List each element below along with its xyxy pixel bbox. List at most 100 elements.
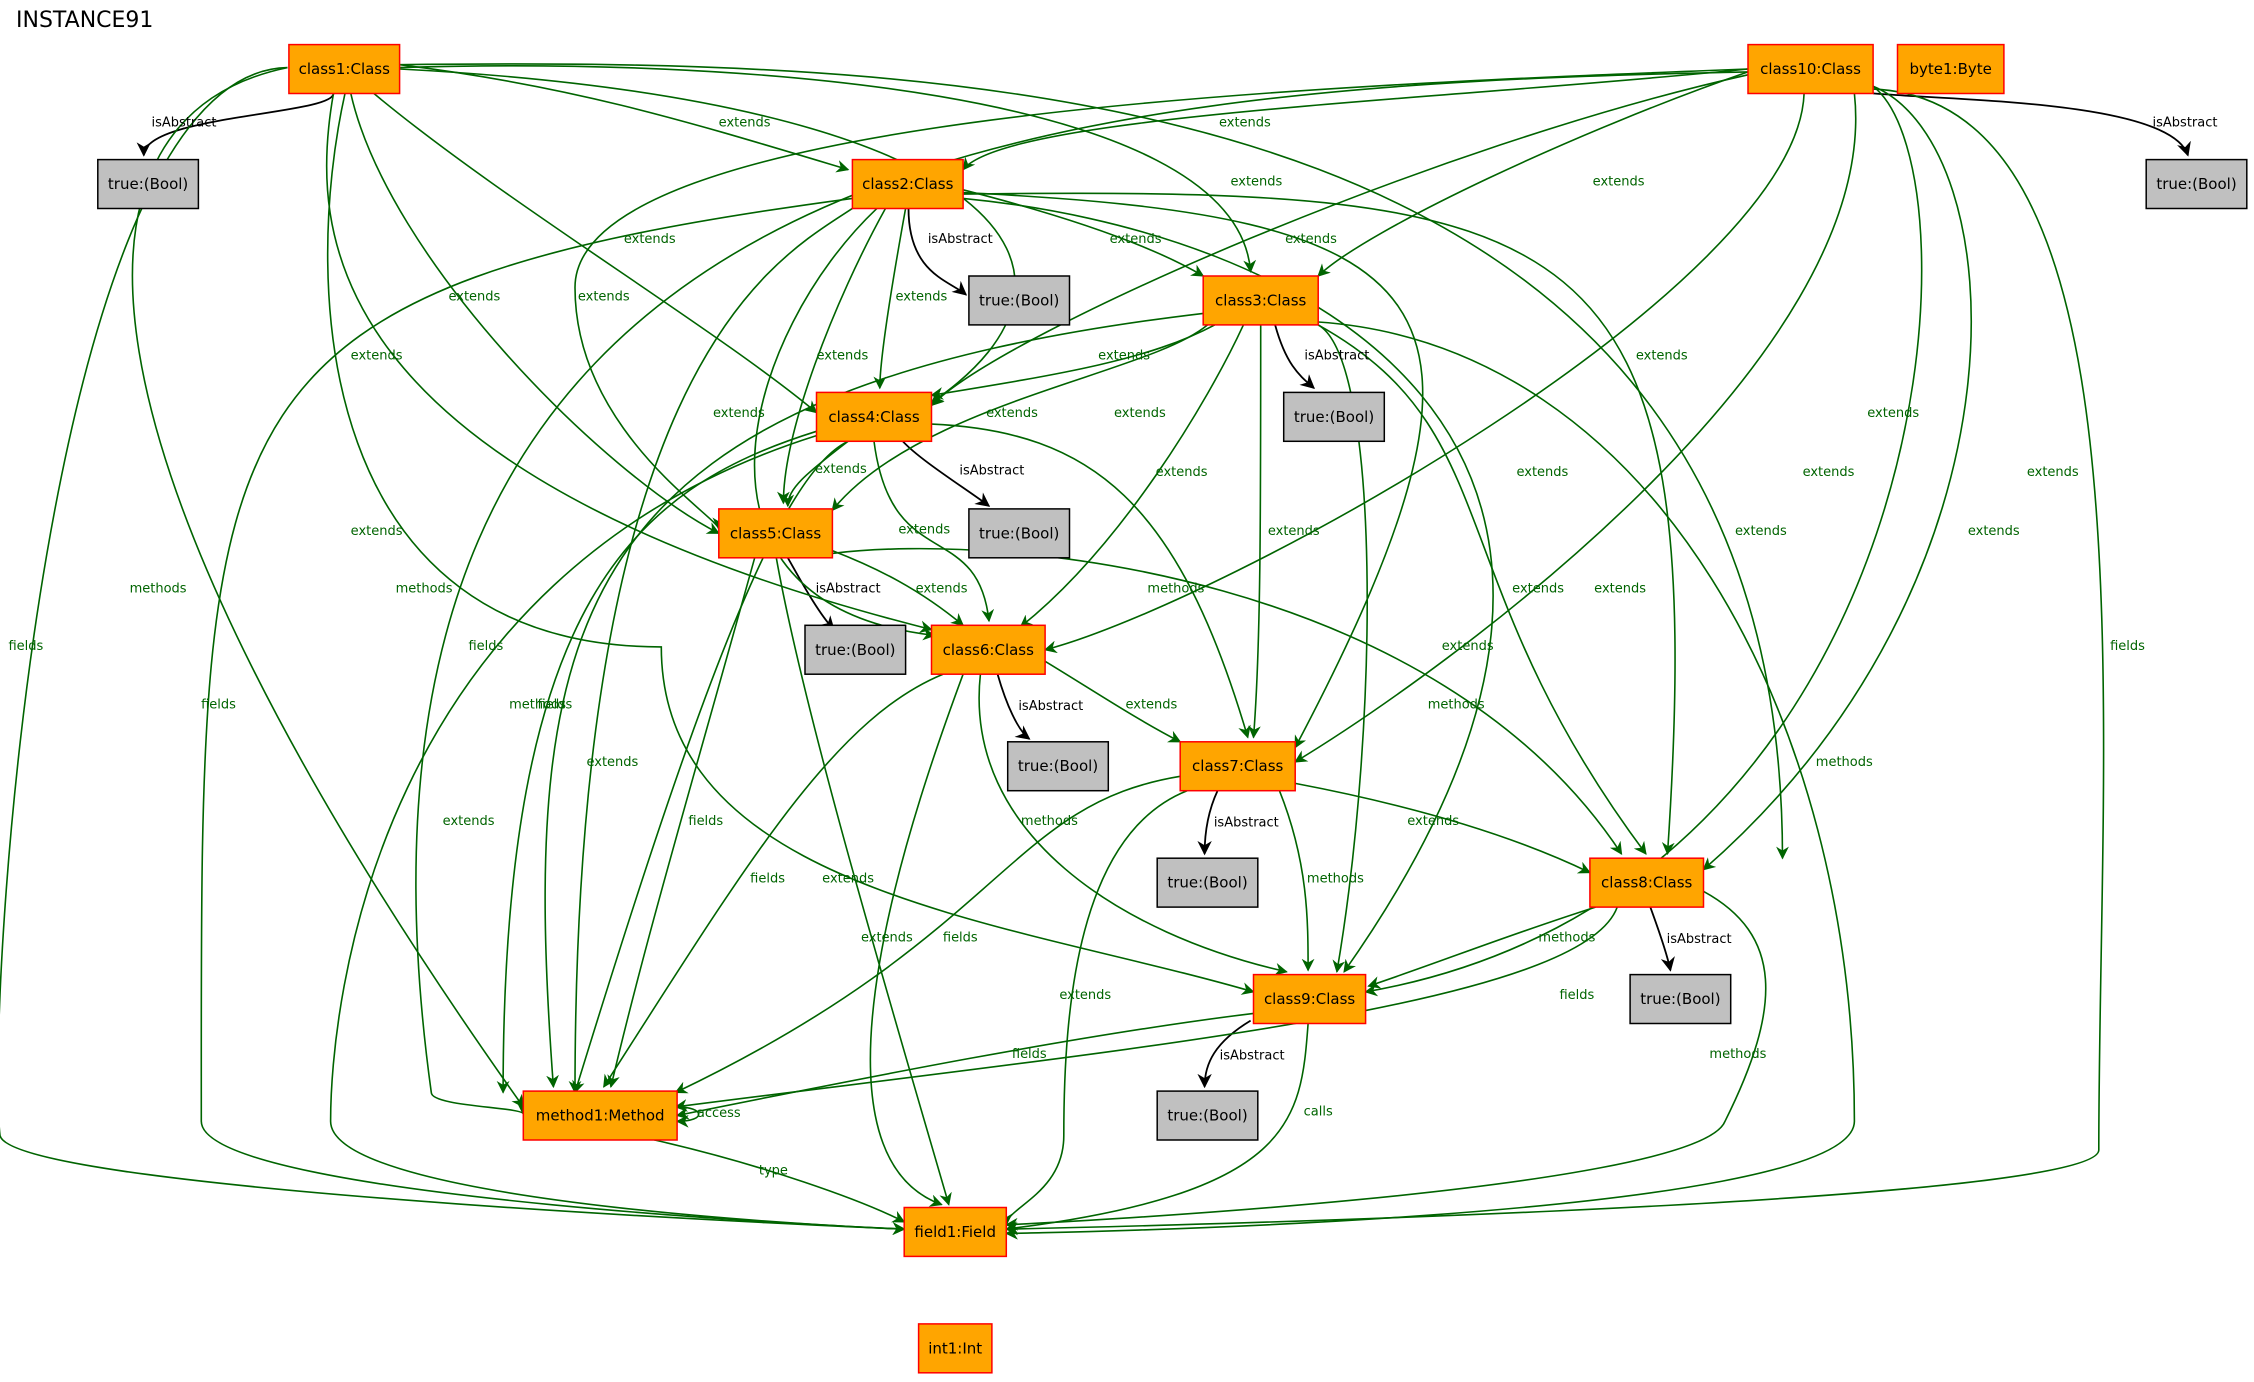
edge-class10-class7-extends [1294, 93, 1857, 763]
node-label-class6: class6:Class [943, 641, 1034, 659]
edge-class4-class6-extends [781, 440, 849, 508]
edge-label-methods: methods [1307, 872, 1364, 887]
edge-label-access: access [697, 1106, 741, 1121]
node-b10: true:(Bool) [2145, 158, 2248, 210]
edge-class3-class4-extends [930, 324, 1216, 400]
node-box-class3 [1202, 275, 1319, 326]
node-box-b3 [1282, 391, 1386, 443]
edge-class7-field1-fields [674, 775, 1181, 1094]
edge-label-extends: extends [895, 289, 947, 304]
edge-class1-class8-extends [399, 63, 1789, 860]
edge-label-extends: extends [1219, 116, 1271, 131]
node-box-field1 [903, 1206, 1008, 1258]
node-b5: true:(Bool) [804, 624, 907, 675]
edge-label-extends: extends [624, 232, 676, 247]
node-label-class1: class1:Class [299, 60, 390, 78]
node-label-class5: class5:Class [730, 524, 821, 542]
edge-class2-class4-extends [873, 208, 907, 390]
edge-class1-method1-methods [131, 66, 525, 1108]
edge-class2-b2-isAbstract [907, 208, 968, 296]
edge-label-extends: extends [1803, 465, 1855, 480]
edge-class7-method1-methods [1278, 790, 1315, 972]
node-label-byte1: byte1:Byte [1910, 60, 1992, 78]
node-box-class9 [1252, 973, 1367, 1025]
edge-class4-method1-methods [931, 423, 1251, 739]
edge-label-isAbstract: isAbstract [152, 116, 217, 131]
edge-class5-class6-extends [329, 434, 906, 1236]
edge-label-isAbstract: isAbstract [928, 232, 993, 247]
edge-label-extends: extends [1407, 814, 1459, 829]
node-label-method1: method1:Method [536, 1107, 665, 1125]
edge-label-calls: calls [1304, 1105, 1333, 1120]
edge-class3-class9-extends [1317, 324, 1368, 974]
node-byte1: byte1:Byte [1896, 43, 2005, 95]
edge-label-extends: extends [1230, 174, 1282, 189]
edge-label-fields: fields [2110, 639, 2145, 654]
edge-label-extends: extends [1110, 232, 1162, 247]
edge-label-fields: fields [8, 639, 43, 654]
edge-class4-class5-extends [572, 440, 849, 1094]
node-class4: class4:Class [815, 391, 933, 443]
node-label-class8: class8:Class [1601, 874, 1692, 892]
edge-class10-b10-isAbstract [1873, 92, 2191, 157]
edge-label-extends: extends [1442, 639, 1494, 654]
node-field1: field1:Field [903, 1206, 1008, 1258]
edge-label-extends: extends [1593, 174, 1645, 189]
edge-class7-b7-isAbstract [1197, 790, 1219, 856]
edge-class2-method1-methods [568, 207, 853, 1094]
node-box-class10 [1747, 43, 1874, 95]
edge-label-methods: methods [396, 581, 453, 596]
node-box-b6 [1006, 741, 1110, 792]
edge-method1-field1-access [675, 1106, 700, 1128]
node-b7: true:(Bool) [1156, 857, 1259, 908]
edge-label-extends: extends [586, 755, 638, 770]
edge-label-fields: fields [201, 698, 236, 713]
node-class10: class10:Class [1747, 43, 1874, 95]
node-box-b4 [968, 508, 1071, 559]
edge-class2-class5-extends [777, 208, 887, 505]
edge-label-fields: fields [688, 814, 723, 829]
node-label-b5: true:(Bool) [815, 641, 895, 659]
edge-class4-class7-extends [873, 441, 995, 623]
edge-class8-method1-methods [1367, 906, 1596, 989]
node-label-b4: true:(Bool) [979, 524, 1059, 542]
edge-class8-field1-fields [674, 906, 1618, 1112]
edge-class2-field1-fields [200, 197, 906, 1236]
node-box-int1 [917, 1323, 993, 1374]
node-b4: true:(Bool) [968, 508, 1071, 559]
edge-class10-method1-methods [415, 71, 1749, 1116]
edge-label-fields: fields [1559, 988, 1594, 1003]
edge-label-extends: extends [448, 289, 500, 304]
edge-class7-class8-extends [869, 673, 964, 1207]
edge-class1-field1-fields [0, 66, 906, 1236]
edge-class3-field1-fields [544, 312, 1204, 1089]
node-box-class5 [718, 508, 834, 559]
node-class9: class9:Class [1252, 973, 1367, 1025]
node-label-field1: field1:Field [914, 1223, 996, 1241]
edge-label-isAbstract: isAbstract [1304, 348, 1369, 363]
node-box-class1 [288, 43, 401, 95]
edge-label-extends: extends [1735, 524, 1787, 539]
node-label-b7: true:(Bool) [1167, 874, 1247, 892]
edge-label-extends: extends [1968, 524, 2020, 539]
node-box-class2 [851, 158, 964, 210]
edge-label-extends: extends [1268, 524, 1320, 539]
edge-label-type: type [759, 1163, 788, 1178]
edge-label-extends: extends [898, 522, 950, 537]
edge-label-methods: methods [1538, 931, 1595, 946]
edge-class7-class9-extends [1295, 782, 1592, 874]
edge-class3-b3-isAbstract [1274, 324, 1315, 390]
edge-class6-b6-isAbstract [996, 673, 1031, 740]
edge-class10-class9-extends [1364, 85, 1923, 997]
node-class5: class5:Class [718, 508, 834, 559]
edge-class4-field1-fields [496, 430, 817, 1094]
node-label-b1: true:(Bool) [108, 175, 188, 193]
edge-label-extends: extends [1285, 232, 1337, 247]
edge-class10-class8-extends [1702, 85, 1973, 871]
edge-label-fields: fields [943, 931, 978, 946]
node-label-b9: true:(Bool) [1167, 1107, 1247, 1125]
node-b3: true:(Bool) [1282, 391, 1386, 443]
edge-class6-class9-extends [1044, 660, 1182, 743]
edge-class1-class6-extends [325, 93, 933, 633]
